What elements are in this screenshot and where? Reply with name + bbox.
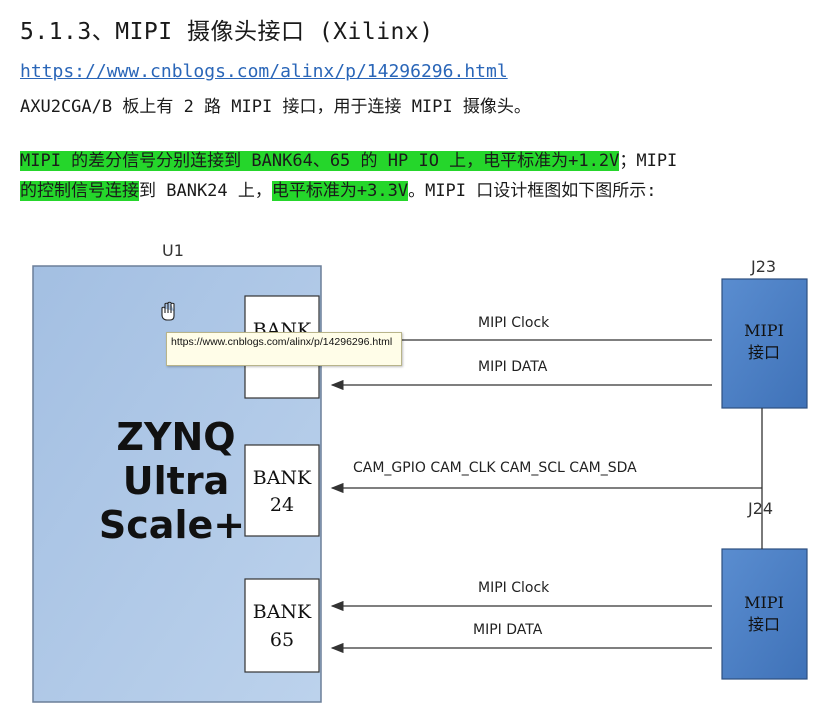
reference-link[interactable]: https://www.cnblogs.com/alinx/p/14296296… [20, 61, 508, 82]
chip-name-line3: Scale+ [99, 503, 245, 547]
paragraph-text: 。MIPI 口设计框图如下图所示: [408, 181, 657, 201]
j24-label: J24 [747, 499, 773, 518]
j24-text-1: MIPI [744, 593, 784, 612]
chip-name-line2: Ultra [123, 459, 229, 503]
paragraph-line-1: MIPI 的差分信号分别连接到 BANK64、65 的 HP IO 上，电平标准… [20, 146, 820, 176]
bank24-label-1: BANK [253, 467, 312, 489]
signal-label-clock-top: MIPI Clock [478, 315, 550, 331]
bank24-label-2: 24 [270, 494, 294, 516]
u1-label: U1 [162, 241, 184, 260]
description-paragraph: MIPI 的差分信号分别连接到 BANK64、65 的 HP IO 上，电平标准… [20, 146, 820, 206]
chip-name-line1: ZYNQ [116, 415, 235, 459]
paragraph-line-2: 的控制信号连接到 BANK24 上，电平标准为+3.3V。MIPI 口设计框图如… [20, 176, 820, 206]
signal-label-data-bottom: MIPI DATA [473, 622, 543, 638]
bank24-box [244, 444, 320, 537]
intro-text: AXU2CGA/B 板上有 2 路 MIPI 接口，用于连接 MIPI 摄像头。 [20, 97, 531, 117]
bank65-box [244, 578, 320, 673]
paragraph-text: ；MIPI [619, 151, 678, 171]
section-heading: 5.1.3、MIPI 摄像头接口 (Xilinx) [20, 19, 434, 45]
highlight-2: 的控制信号连接 [20, 181, 139, 201]
link-tooltip: https://www.cnblogs.com/alinx/p/14296296… [166, 332, 402, 366]
j23-label: J23 [750, 257, 776, 276]
j24-connector [721, 548, 808, 680]
signal-label-cam: CAM_GPIO CAM_CLK CAM_SCL CAM_SDA [353, 460, 637, 476]
j23-text-1: MIPI [744, 321, 784, 340]
highlight-1: MIPI 的差分信号分别连接到 BANK64、65 的 HP IO 上，电平标准… [20, 151, 620, 171]
j23-connector [721, 278, 808, 409]
signal-label-data-top: MIPI DATA [478, 359, 548, 375]
highlight-3: 电平标准为+3.3V [271, 181, 409, 201]
j23-text-2: 接口 [748, 343, 780, 362]
signal-label-clock-bottom: MIPI Clock [478, 580, 550, 596]
hand-pointer-icon [161, 301, 175, 321]
paragraph-text: 到 BANK24 上， [139, 181, 272, 201]
bank65-label-1: BANK [253, 601, 312, 623]
bank65-label-2: 65 [270, 629, 294, 651]
j24-text-2: 接口 [748, 615, 780, 634]
